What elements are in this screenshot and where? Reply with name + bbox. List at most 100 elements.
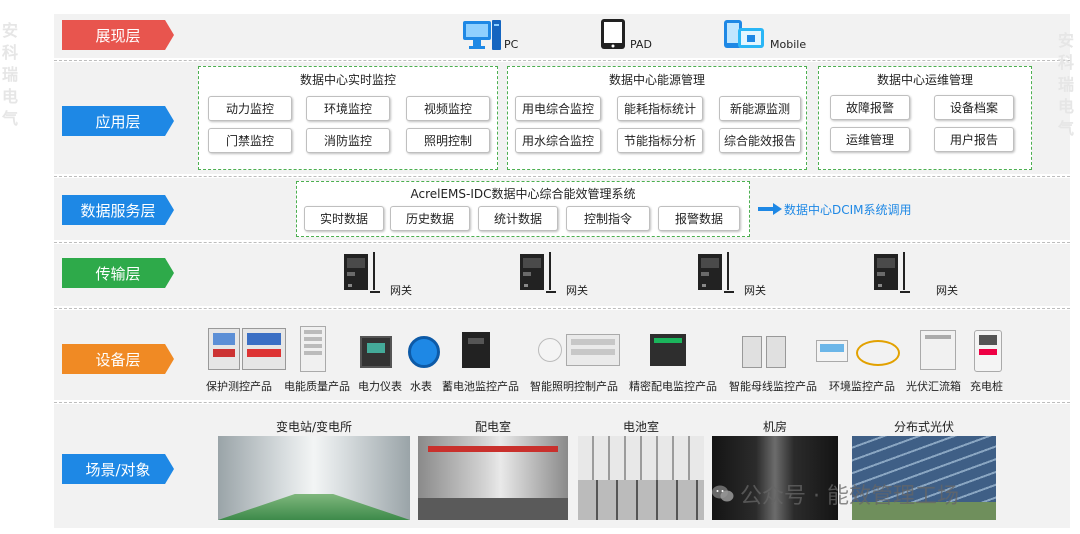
gateway-2 (518, 250, 564, 298)
mobile-label: Mobile (770, 38, 807, 51)
equipment-archive-box: 设备档案 (934, 95, 1014, 120)
efficiency-report-box: 综合能效报告 (719, 128, 801, 153)
scene-title: 分布式光伏 (893, 420, 954, 434)
device-label: 电力仪表 (358, 380, 402, 393)
scene-title: 机房 (762, 420, 787, 434)
device-label: 蓄电池监控产品 (442, 380, 519, 393)
gateway-icon (344, 252, 380, 293)
ops-management-title: 数据中心运维管理 (876, 73, 973, 87)
ops-manage-box: 运维管理 (830, 127, 910, 152)
saving-analysis-box: 节能指标分析 (617, 128, 703, 153)
server-room-photo (712, 436, 838, 520)
protection-device-image (242, 328, 286, 370)
fault-alarm-box: 故障报警 (830, 95, 910, 120)
system-title: AcrelEMS-IDC数据中心综合能效管理系统 (410, 187, 636, 201)
user-report-box: 用户报告 (934, 127, 1014, 152)
device-label: 光伏汇流箱 (906, 380, 961, 393)
control-command-box: 控制指令 (566, 206, 650, 231)
gateway-icon (520, 252, 556, 293)
environment-monitor-box: 环境监控 (306, 96, 390, 121)
realtime-monitor-title: 数据中心实时监控 (299, 73, 396, 87)
arrow-right-icon (758, 203, 782, 215)
side-watermark: 安科瑞电气 (1058, 31, 1075, 138)
device-label: 电能质量产品 (284, 380, 350, 393)
scene-title: 变电站/变电所 (275, 420, 353, 434)
device-label: 环境监控产品 (829, 380, 895, 393)
wechat-icon (712, 485, 734, 502)
gateway-label-2: 网关 (566, 284, 588, 297)
pad-label: PAD (630, 38, 652, 51)
alarm-data-box: 报警数据 (658, 206, 740, 231)
separator (54, 242, 1070, 243)
device-label: 智能母线监控产品 (729, 380, 817, 393)
device-label: 精密配电监控产品 (629, 380, 717, 393)
environment-monitor-image (856, 340, 900, 366)
wechat-watermark: 公众号 · 能效管理工场 (712, 478, 959, 510)
power-quality-device-image (300, 326, 326, 372)
side-watermark: 安科瑞电气 (2, 21, 19, 128)
scene-title: 配电室 (474, 420, 511, 434)
layer-label-transport: 传输层 (62, 258, 174, 288)
gateway-label-4: 网关 (936, 284, 958, 297)
protection-device-image (208, 328, 240, 370)
separator (54, 308, 1070, 309)
device-label: 充电桩 (970, 380, 1003, 393)
water-monitor-box: 用水综合监控 (515, 128, 601, 153)
lighting-control-box: 照明控制 (406, 128, 490, 153)
distribution-room-photo (418, 436, 568, 520)
dcim-note: 数据中心DCIM系统调用 (784, 203, 912, 217)
watermark-text: 公众号 · 能效管理工场 (740, 484, 959, 509)
tablet-icon (601, 19, 625, 49)
fire-monitor-box: 消防监控 (306, 128, 390, 153)
pv-photo (852, 436, 996, 520)
busbar-monitor-image (742, 336, 762, 368)
separator (54, 60, 1070, 61)
gateway-icon (874, 252, 910, 293)
charging-pile-image (974, 330, 1002, 372)
energy-management-title: 数据中心能源管理 (608, 73, 705, 87)
gateway-label-1: 网关 (390, 284, 412, 297)
battery-room-photo (578, 436, 704, 520)
pc-label: PC (504, 38, 519, 51)
mobile-icon (724, 20, 764, 48)
mobile-terminal: Mobile (722, 18, 806, 54)
device-label: 保护测控产品 (206, 380, 272, 393)
pc-icon (463, 20, 501, 50)
battery-monitor-image (462, 332, 490, 368)
band-transport (54, 244, 1070, 306)
video-monitor-box: 视频监控 (406, 96, 490, 121)
device-label: 智能照明控制产品 (530, 380, 618, 393)
gateway-label-3: 网关 (744, 284, 766, 297)
gateway-1 (342, 250, 388, 298)
layer-label-application: 应用层 (62, 106, 174, 136)
substation-photo (218, 436, 410, 520)
access-monitor-box: 门禁监控 (208, 128, 292, 153)
layer-label-device: 设备层 (62, 344, 174, 374)
gateway-icon (698, 252, 734, 293)
electricity-monitor-box: 用电综合监控 (515, 96, 601, 121)
energy-index-box: 能耗指标统计 (617, 96, 703, 121)
pc-terminal: PC (462, 18, 518, 56)
gateway-3 (696, 250, 742, 298)
water-meter-image (408, 336, 440, 368)
realtime-data-box: 实时数据 (304, 206, 384, 231)
statistics-data-box: 统计数据 (478, 206, 558, 231)
layer-label-scene: 场景/对象 (62, 454, 174, 484)
pad-terminal: PAD (600, 18, 652, 54)
new-energy-box: 新能源监测 (719, 96, 801, 121)
scene-title: 电池室 (622, 420, 659, 434)
power-meter-image (360, 336, 392, 368)
separator (54, 176, 1070, 177)
busbar-monitor-image (766, 336, 786, 368)
precision-distribution-image (650, 334, 686, 366)
history-data-box: 历史数据 (390, 206, 470, 231)
layer-label-data-service: 数据服务层 (62, 195, 174, 225)
device-label: 水表 (410, 380, 432, 393)
lighting-control-image (538, 338, 562, 362)
layer-label-presentation: 展现层 (62, 20, 174, 50)
gateway-4 (872, 250, 918, 298)
separator (54, 402, 1070, 403)
band-presentation (54, 14, 1070, 58)
power-monitor-box: 动力监控 (208, 96, 292, 121)
pv-combiner-image (920, 330, 956, 370)
